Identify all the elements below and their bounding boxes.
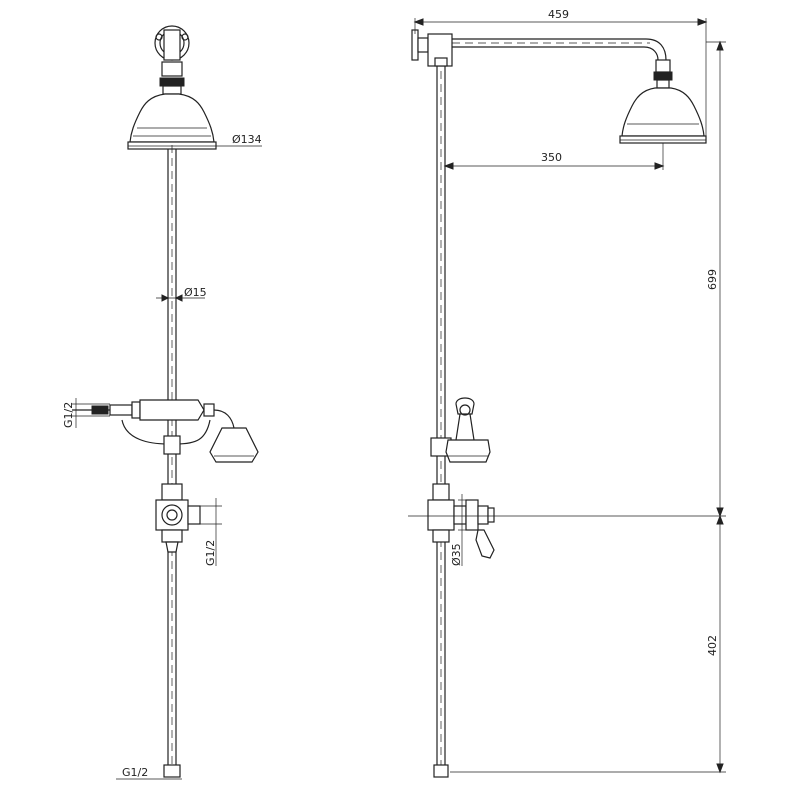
- front-riser-pipe: [167, 145, 177, 770]
- front-dim-valve-thread: G1/2: [198, 498, 222, 566]
- front-dim-bottom-thread: G1/2: [116, 766, 182, 780]
- side-upper-height-label: 699: [706, 269, 719, 290]
- side-dim-valve-diameter: Ø35: [450, 494, 468, 566]
- front-head-dia-label: Ø134: [232, 133, 262, 146]
- side-dim-upper-height: 699: [706, 40, 726, 518]
- front-dim-pipe-diameter: Ø15: [156, 286, 207, 302]
- front-valve-thread-label: G1/2: [204, 540, 217, 566]
- side-lower-height-label: 402: [706, 635, 719, 656]
- front-pipe-dia-label: Ø15: [184, 286, 207, 299]
- side-shower-rose: [619, 87, 707, 144]
- front-bottom-inlet: [163, 764, 181, 778]
- side-handset-holder: [430, 397, 491, 463]
- front-head-connector: [159, 61, 185, 95]
- side-bottom-inlet: [433, 764, 449, 778]
- side-arm-length-label: 459: [548, 8, 569, 21]
- side-valve-dia-label: Ø35: [450, 543, 463, 566]
- front-bottom-thread-label: G1/2: [122, 766, 148, 779]
- front-view: Ø134 Ø15 G1/2 G1/2 G1/2: [62, 25, 262, 780]
- front-handset: [72, 399, 259, 463]
- side-valve: [427, 483, 495, 559]
- side-head-offset-label: 350: [541, 151, 562, 164]
- side-dim-head-offset: 350: [443, 143, 665, 170]
- side-riser-pipe: [434, 57, 448, 772]
- front-wall-bracket: [154, 25, 190, 61]
- side-shower-arm: [452, 38, 673, 89]
- front-handset-thread-label: G1/2: [62, 402, 75, 428]
- front-shower-rose: [127, 93, 217, 150]
- front-valve: [155, 483, 201, 553]
- side-view: 459 350 699 402: [408, 8, 726, 778]
- front-dim-handset-thread: G1/2: [62, 398, 110, 428]
- side-dim-lower-height: 402: [408, 514, 726, 774]
- front-dim-head-diameter: Ø134: [216, 133, 262, 147]
- side-dim-arm-length: 459: [413, 8, 708, 136]
